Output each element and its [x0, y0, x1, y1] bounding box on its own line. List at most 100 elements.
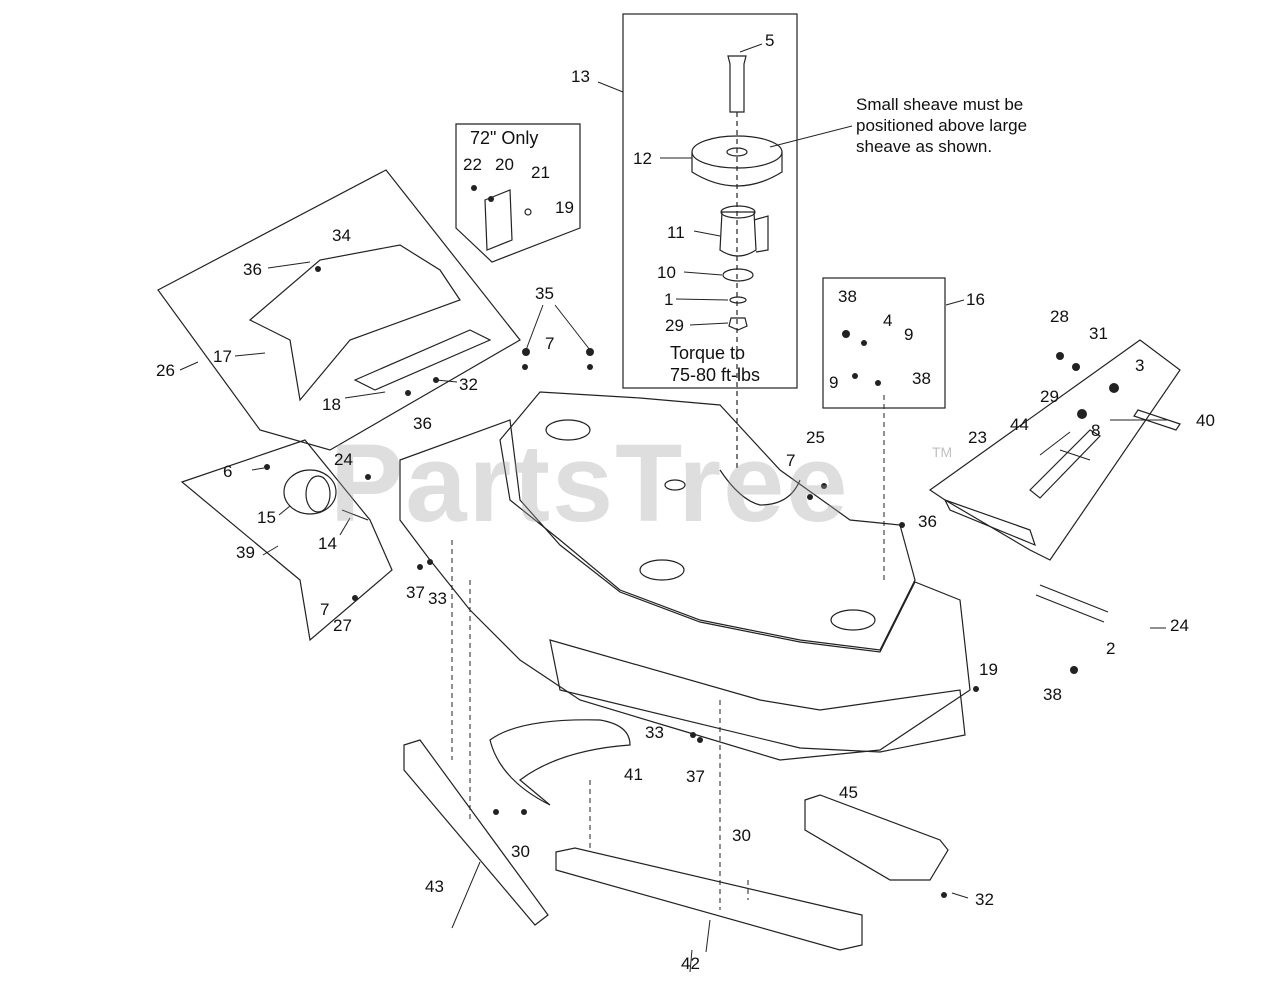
callout-32[interactable]: 32	[975, 890, 994, 909]
spindle-nut	[728, 317, 748, 331]
fastener	[433, 377, 439, 383]
fastener	[861, 340, 867, 346]
leader-line	[435, 379, 458, 383]
callout-14[interactable]: 14	[318, 534, 337, 553]
fastener	[522, 348, 530, 356]
deflector-kit-frame	[157, 169, 521, 451]
leader-line	[234, 352, 266, 357]
callout-13[interactable]: 13	[571, 67, 590, 86]
fastener	[264, 464, 270, 470]
callout-22[interactable]: 22	[463, 155, 482, 174]
leader-line	[554, 304, 591, 351]
callout-11[interactable]: 11	[667, 223, 685, 242]
callout-1[interactable]: 1	[664, 290, 674, 309]
callout-15[interactable]: 15	[257, 508, 276, 527]
callout-3[interactable]: 3	[1135, 356, 1145, 375]
callout-37[interactable]: 37	[686, 767, 705, 786]
callout-26[interactable]: 26	[156, 361, 175, 380]
callout-29[interactable]: 29	[1040, 387, 1059, 406]
callout-25[interactable]: 25	[806, 428, 825, 447]
callout-20[interactable]: 20	[495, 155, 514, 174]
callout-7[interactable]: 7	[786, 451, 796, 470]
callout-44[interactable]: 44	[1010, 415, 1029, 434]
callout-24[interactable]: 24	[1170, 616, 1189, 635]
callout-5[interactable]: 5	[765, 31, 775, 50]
fastener	[405, 390, 411, 396]
leader-line	[689, 949, 693, 973]
callout-27[interactable]: 27	[333, 616, 352, 635]
leader-line	[597, 81, 624, 93]
callout-30[interactable]: 30	[732, 826, 751, 845]
callout-29[interactable]: 29	[665, 316, 684, 335]
deck-idler-hole	[664, 479, 686, 491]
callout-17[interactable]: 17	[213, 347, 232, 366]
fastener	[842, 330, 850, 338]
callout-37[interactable]: 37	[406, 583, 425, 602]
watermark-trademark: TM	[932, 444, 953, 460]
callout-10[interactable]: 10	[657, 263, 676, 282]
callout-9[interactable]: 9	[904, 325, 914, 344]
callout-18[interactable]: 18	[322, 395, 341, 414]
note-line: 75-80 ft-lbs	[670, 365, 761, 385]
callout-40[interactable]: 40	[1196, 411, 1215, 430]
callout-33[interactable]: 33	[428, 589, 447, 608]
callout-2[interactable]: 2	[1106, 639, 1116, 658]
mower-deck-top	[499, 391, 916, 651]
callout-35[interactable]: 35	[535, 284, 554, 303]
callout-6[interactable]: 6	[223, 462, 233, 481]
callout-36[interactable]: 36	[243, 260, 262, 279]
fastener	[690, 732, 696, 738]
callout-38[interactable]: 38	[912, 369, 931, 388]
note-line: Small sheave must be	[856, 95, 1024, 114]
callout-4[interactable]: 4	[883, 311, 893, 330]
only72-bracket	[484, 189, 513, 251]
note-line: Torque to	[670, 343, 746, 363]
fastener	[488, 196, 494, 202]
callout-7[interactable]: 7	[545, 334, 555, 353]
callout-34[interactable]: 34	[332, 226, 351, 245]
leader-line	[693, 230, 721, 237]
leader-line	[451, 861, 481, 929]
callout-41[interactable]: 41	[624, 765, 643, 784]
deck-spindle-hole-left	[545, 419, 591, 441]
callout-24[interactable]: 24	[334, 450, 353, 469]
callout-7[interactable]: 7	[320, 600, 330, 619]
callout-23[interactable]: 23	[968, 428, 987, 447]
callout-16[interactable]: 16	[966, 290, 985, 309]
callout-19[interactable]: 19	[555, 198, 574, 217]
callout-21[interactable]: 21	[531, 163, 550, 182]
callout-19[interactable]: 19	[979, 660, 998, 679]
callout-9[interactable]: 9	[829, 373, 839, 392]
leader-line	[739, 43, 763, 53]
callout-42[interactable]: 42	[681, 954, 700, 973]
callout-12[interactable]: 12	[633, 149, 652, 168]
callout-38[interactable]: 38	[1043, 685, 1062, 704]
leader-line	[262, 545, 279, 556]
bearing	[722, 268, 754, 282]
leader-line	[251, 467, 265, 471]
pivot-bolt	[1133, 409, 1181, 431]
fastener	[697, 737, 703, 743]
fastener	[899, 522, 905, 528]
callout-45[interactable]: 45	[839, 783, 858, 802]
callout-36[interactable]: 36	[413, 414, 432, 433]
callout-8[interactable]: 8	[1091, 421, 1101, 440]
callout-43[interactable]: 43	[425, 877, 444, 896]
leader-line	[179, 361, 199, 371]
callout-39[interactable]: 39	[236, 543, 255, 562]
callout-32[interactable]: 32	[459, 375, 478, 394]
caster-kit-frame	[180, 439, 393, 642]
fastener	[973, 686, 979, 692]
callout-38[interactable]: 38	[838, 287, 857, 306]
fastener	[352, 595, 358, 601]
callout-36[interactable]: 36	[918, 512, 937, 531]
callout-28[interactable]: 28	[1050, 307, 1069, 326]
callout-31[interactable]: 31	[1089, 324, 1108, 343]
fastener	[941, 892, 947, 898]
fastener	[1072, 363, 1080, 371]
callout-33[interactable]: 33	[645, 723, 664, 742]
callout-30[interactable]: 30	[511, 842, 530, 861]
leader-line	[689, 322, 729, 326]
leader-line	[951, 892, 969, 899]
